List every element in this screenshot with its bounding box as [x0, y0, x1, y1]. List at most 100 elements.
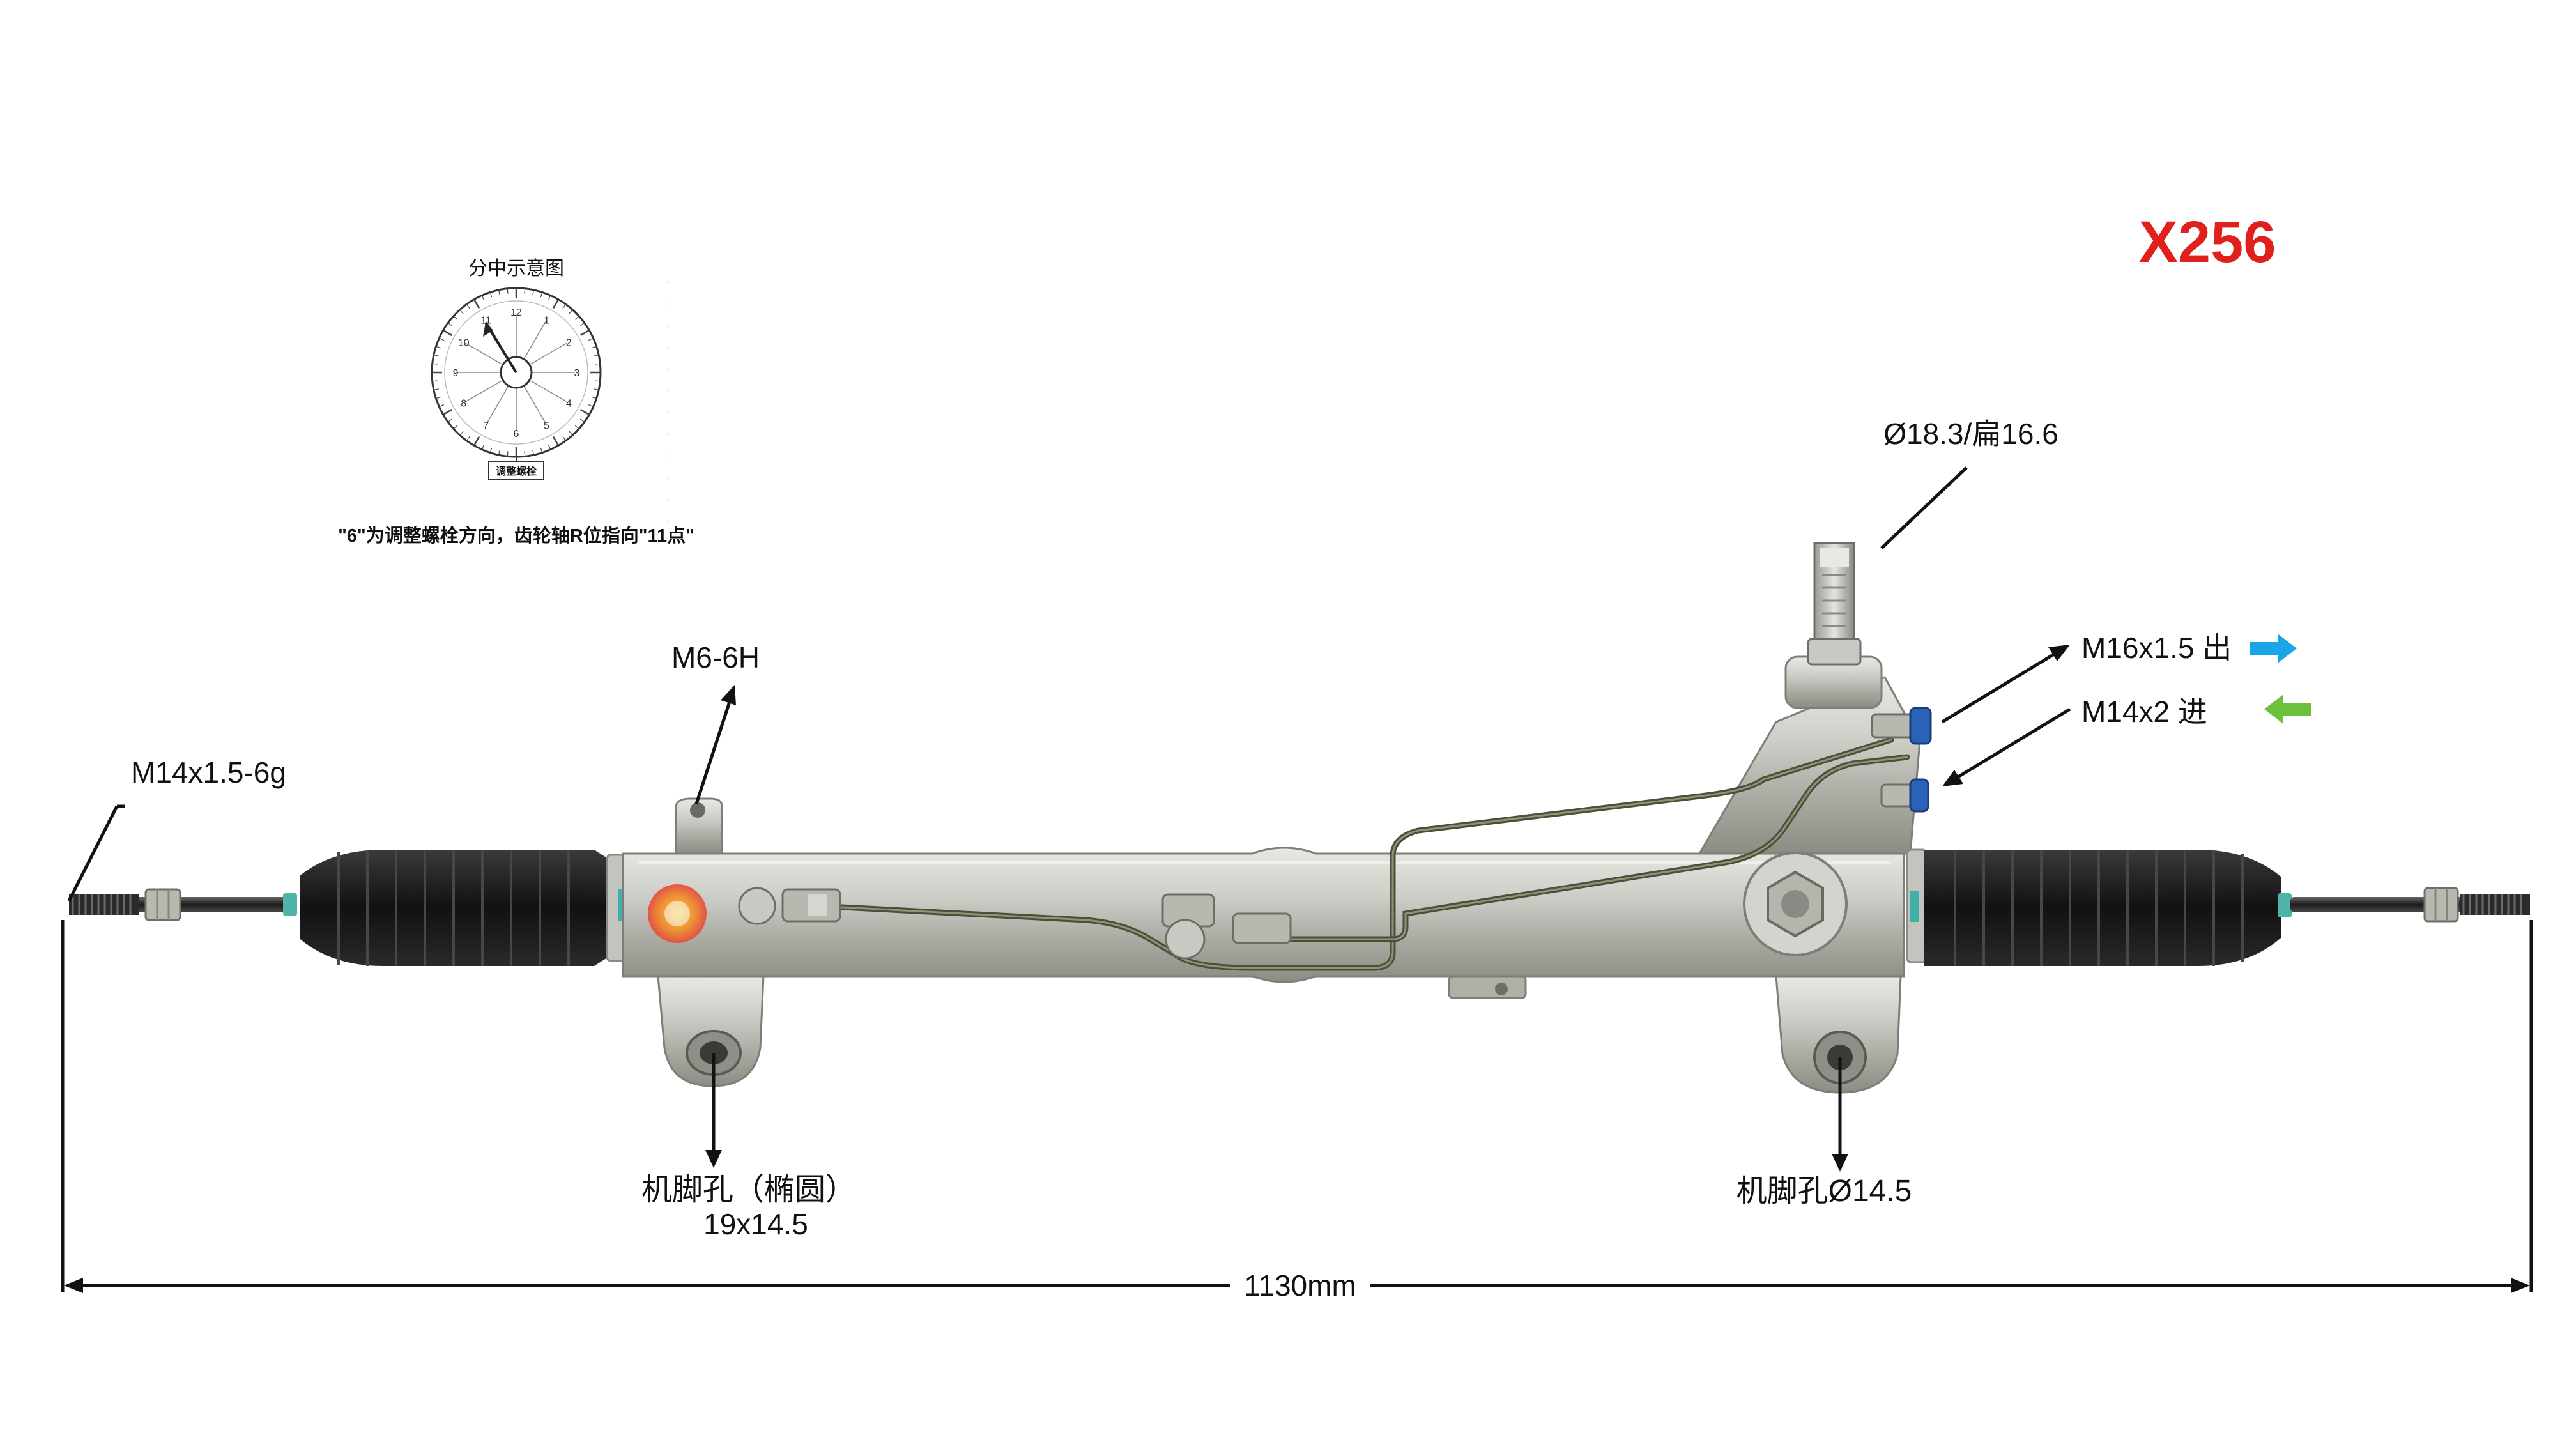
dial-number: 3	[574, 368, 580, 379]
hydraulic-lines	[815, 737, 1910, 971]
dial-tick	[507, 451, 509, 457]
overall-length-dimension	[61, 920, 2533, 1292]
inset-note: "6"为调整螺栓方向，齿轮轴R位指向"11点"	[338, 525, 694, 546]
adjust-bolt-tag-label: 调整螺栓	[496, 465, 537, 477]
dial-tick	[498, 450, 500, 456]
right-lock-nut	[2423, 887, 2459, 923]
arrowhead-port-in-icon	[1942, 770, 1963, 786]
dial-number: 5	[544, 420, 549, 431]
dial-tick	[552, 299, 560, 309]
callout-shaft-line	[1880, 466, 1968, 549]
dial-tick	[569, 309, 573, 314]
dial-tick	[453, 316, 458, 320]
dial-number: 12	[510, 307, 522, 318]
dial-tick	[481, 445, 485, 450]
dial-tick	[436, 396, 441, 399]
dial-number: 8	[461, 399, 466, 410]
input-shaft	[1807, 542, 1862, 666]
dial-tick	[507, 288, 509, 294]
adjust-bolt-tag	[488, 461, 544, 480]
port-in-label: M14x2 进	[2082, 695, 2207, 728]
bolt-thread-label: M6-6H	[671, 641, 760, 674]
arrowhead-mount-right-icon	[1832, 1154, 1848, 1172]
left-lock-nut	[144, 888, 181, 921]
model-code: X256	[2139, 210, 2276, 275]
dial-tick	[433, 388, 439, 391]
dial-tick	[548, 295, 551, 300]
brand-logo-icon	[648, 884, 707, 943]
dial-tick	[453, 425, 458, 429]
right-thread	[2460, 894, 2530, 915]
bottom-lug	[1448, 975, 1527, 999]
dial-spoke	[530, 380, 568, 402]
dial-tick	[466, 436, 470, 441]
dial-ticks	[432, 288, 601, 457]
arrow-right-icon	[2250, 634, 2297, 663]
dial-number: 10	[458, 338, 470, 349]
dial-tick	[591, 396, 597, 399]
port-caps	[1871, 707, 1932, 813]
dial-tick	[548, 445, 551, 450]
port-in-cap	[1909, 778, 1929, 813]
dial-tick	[459, 309, 464, 314]
dimension-arrow-left-icon	[64, 1278, 83, 1293]
dial-number: 11	[480, 316, 491, 326]
dial-tick	[443, 408, 453, 416]
dial-tick	[466, 303, 470, 309]
dial-spoke	[524, 321, 546, 358]
right-tie-rod	[2290, 887, 2530, 923]
dial-tick	[489, 292, 493, 298]
dial-tick	[540, 447, 543, 453]
mount-right-label: 机脚孔Ø14.5	[1736, 1174, 1912, 1208]
steering-rack	[69, 542, 2530, 1094]
dial-tick	[532, 450, 535, 456]
dial-tick	[579, 418, 585, 423]
dial-tick	[473, 436, 480, 446]
left-clamp-teal	[283, 893, 297, 916]
right-boot	[1906, 848, 2292, 966]
dial-tick	[459, 431, 464, 436]
left-boot	[300, 850, 627, 966]
dial-tick	[481, 295, 485, 300]
dial-tick	[447, 418, 453, 423]
dial-inner	[444, 300, 588, 445]
dial-tick	[562, 303, 567, 309]
dial-tick	[594, 354, 599, 356]
dial-tick	[574, 316, 579, 320]
dial-number: 4	[566, 399, 572, 410]
callout-port-in-line	[1947, 707, 2071, 785]
dial-spoke	[486, 387, 509, 424]
dial-tick	[574, 425, 579, 429]
overall-length-label: 1130mm	[1244, 1269, 1356, 1302]
callout-arrowheads	[705, 645, 2070, 1172]
dial-tick	[569, 431, 573, 436]
arrowhead-mount-left-icon	[705, 1150, 722, 1168]
dial-spokes	[457, 314, 575, 431]
dial-tick	[540, 292, 543, 298]
dial-number: 9	[453, 368, 459, 379]
mount-left-size-label: 19x14.5	[703, 1208, 808, 1241]
dial-spoke	[464, 342, 502, 365]
left-tie-rod	[69, 888, 297, 921]
left-thread	[69, 894, 139, 915]
rack-housing	[622, 656, 1921, 1094]
dial-tick	[591, 346, 597, 349]
port-out-cap	[1909, 707, 1932, 745]
dial-number: 6	[514, 429, 519, 440]
inset-title: 分中示意图	[468, 258, 564, 279]
callouts	[67, 466, 2071, 1162]
dial-tick	[433, 354, 439, 356]
dial-tick	[498, 289, 500, 295]
dial-number: 2	[566, 338, 572, 349]
dial-tick	[552, 436, 560, 446]
dial-tick	[443, 329, 453, 337]
dial-tick	[579, 329, 590, 337]
arrowhead-port-out-icon	[2048, 645, 2070, 661]
dial-tick	[473, 299, 480, 309]
dial-tick	[436, 346, 441, 349]
dial-number: 1	[544, 316, 549, 326]
dial-spoke	[530, 342, 568, 365]
dial-tick	[439, 337, 444, 341]
dial-tick	[562, 436, 567, 441]
